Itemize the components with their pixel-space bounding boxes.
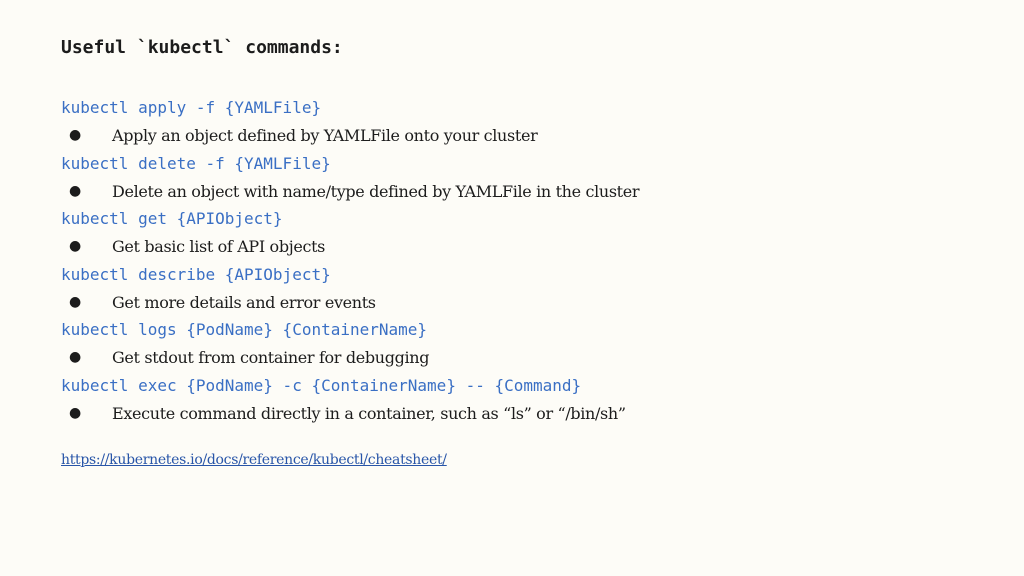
bullet-icon: ● [69, 349, 82, 366]
command-description: Get stdout from container for debugging [112, 348, 430, 368]
command-code: kubectl delete -f {YAMLFile} [61, 153, 331, 173]
command-description: Apply an object defined by YAMLFile onto… [112, 126, 538, 145]
command-entry: kubectl get {APIObject} ● Get basic list… [61, 205, 1001, 261]
command-code: kubectl exec {PodName} -c {ContainerName… [61, 375, 582, 395]
bullet-icon: ● [69, 127, 82, 143]
command-code: kubectl logs {PodName} {ContainerName} [61, 320, 428, 340]
command-list: kubectl apply -f {YAMLFile} ● Apply an o… [61, 94, 1001, 428]
bullet-icon: ● [69, 238, 82, 255]
command-description: Get more details and error events [112, 292, 376, 312]
command-description-row: ● Delete an object with name/type define… [61, 178, 1001, 206]
command-code: kubectl get {APIObject} [61, 209, 283, 229]
command-entry: kubectl delete -f {YAMLFile} ● Delete an… [61, 150, 1001, 206]
command-code: kubectl describe {APIObject} [61, 264, 331, 284]
command-description-row: ● Get stdout from container for debuggin… [61, 344, 1001, 372]
command-description-row: ● Apply an object defined by YAMLFile on… [61, 122, 1001, 150]
command-description: Delete an object with name/type defined … [112, 181, 640, 201]
bullet-icon: ● [69, 404, 82, 421]
command-code: kubectl apply -f {YAMLFile} [61, 98, 322, 117]
command-description-row: ● Get more details and error events [61, 289, 1001, 317]
cheatsheet-link[interactable]: https://kubernetes.io/docs/reference/kub… [61, 452, 447, 468]
slide-title: Useful `kubectl` commands: [61, 37, 343, 58]
command-entry: kubectl describe {APIObject} ● Get more … [61, 261, 1001, 317]
command-description: Execute command directly in a container,… [112, 403, 626, 423]
command-description-row: ● Get basic list of API objects [61, 233, 1001, 261]
bullet-icon: ● [69, 293, 82, 310]
command-entry: kubectl apply -f {YAMLFile} ● Apply an o… [61, 94, 1001, 150]
command-description: Get basic list of API objects [112, 237, 326, 257]
command-entry: kubectl exec {PodName} -c {ContainerName… [61, 372, 1001, 428]
command-entry: kubectl logs {PodName} {ContainerName} ●… [61, 316, 1001, 372]
bullet-icon: ● [69, 182, 82, 199]
command-description-row: ● Execute command directly in a containe… [61, 400, 1001, 428]
